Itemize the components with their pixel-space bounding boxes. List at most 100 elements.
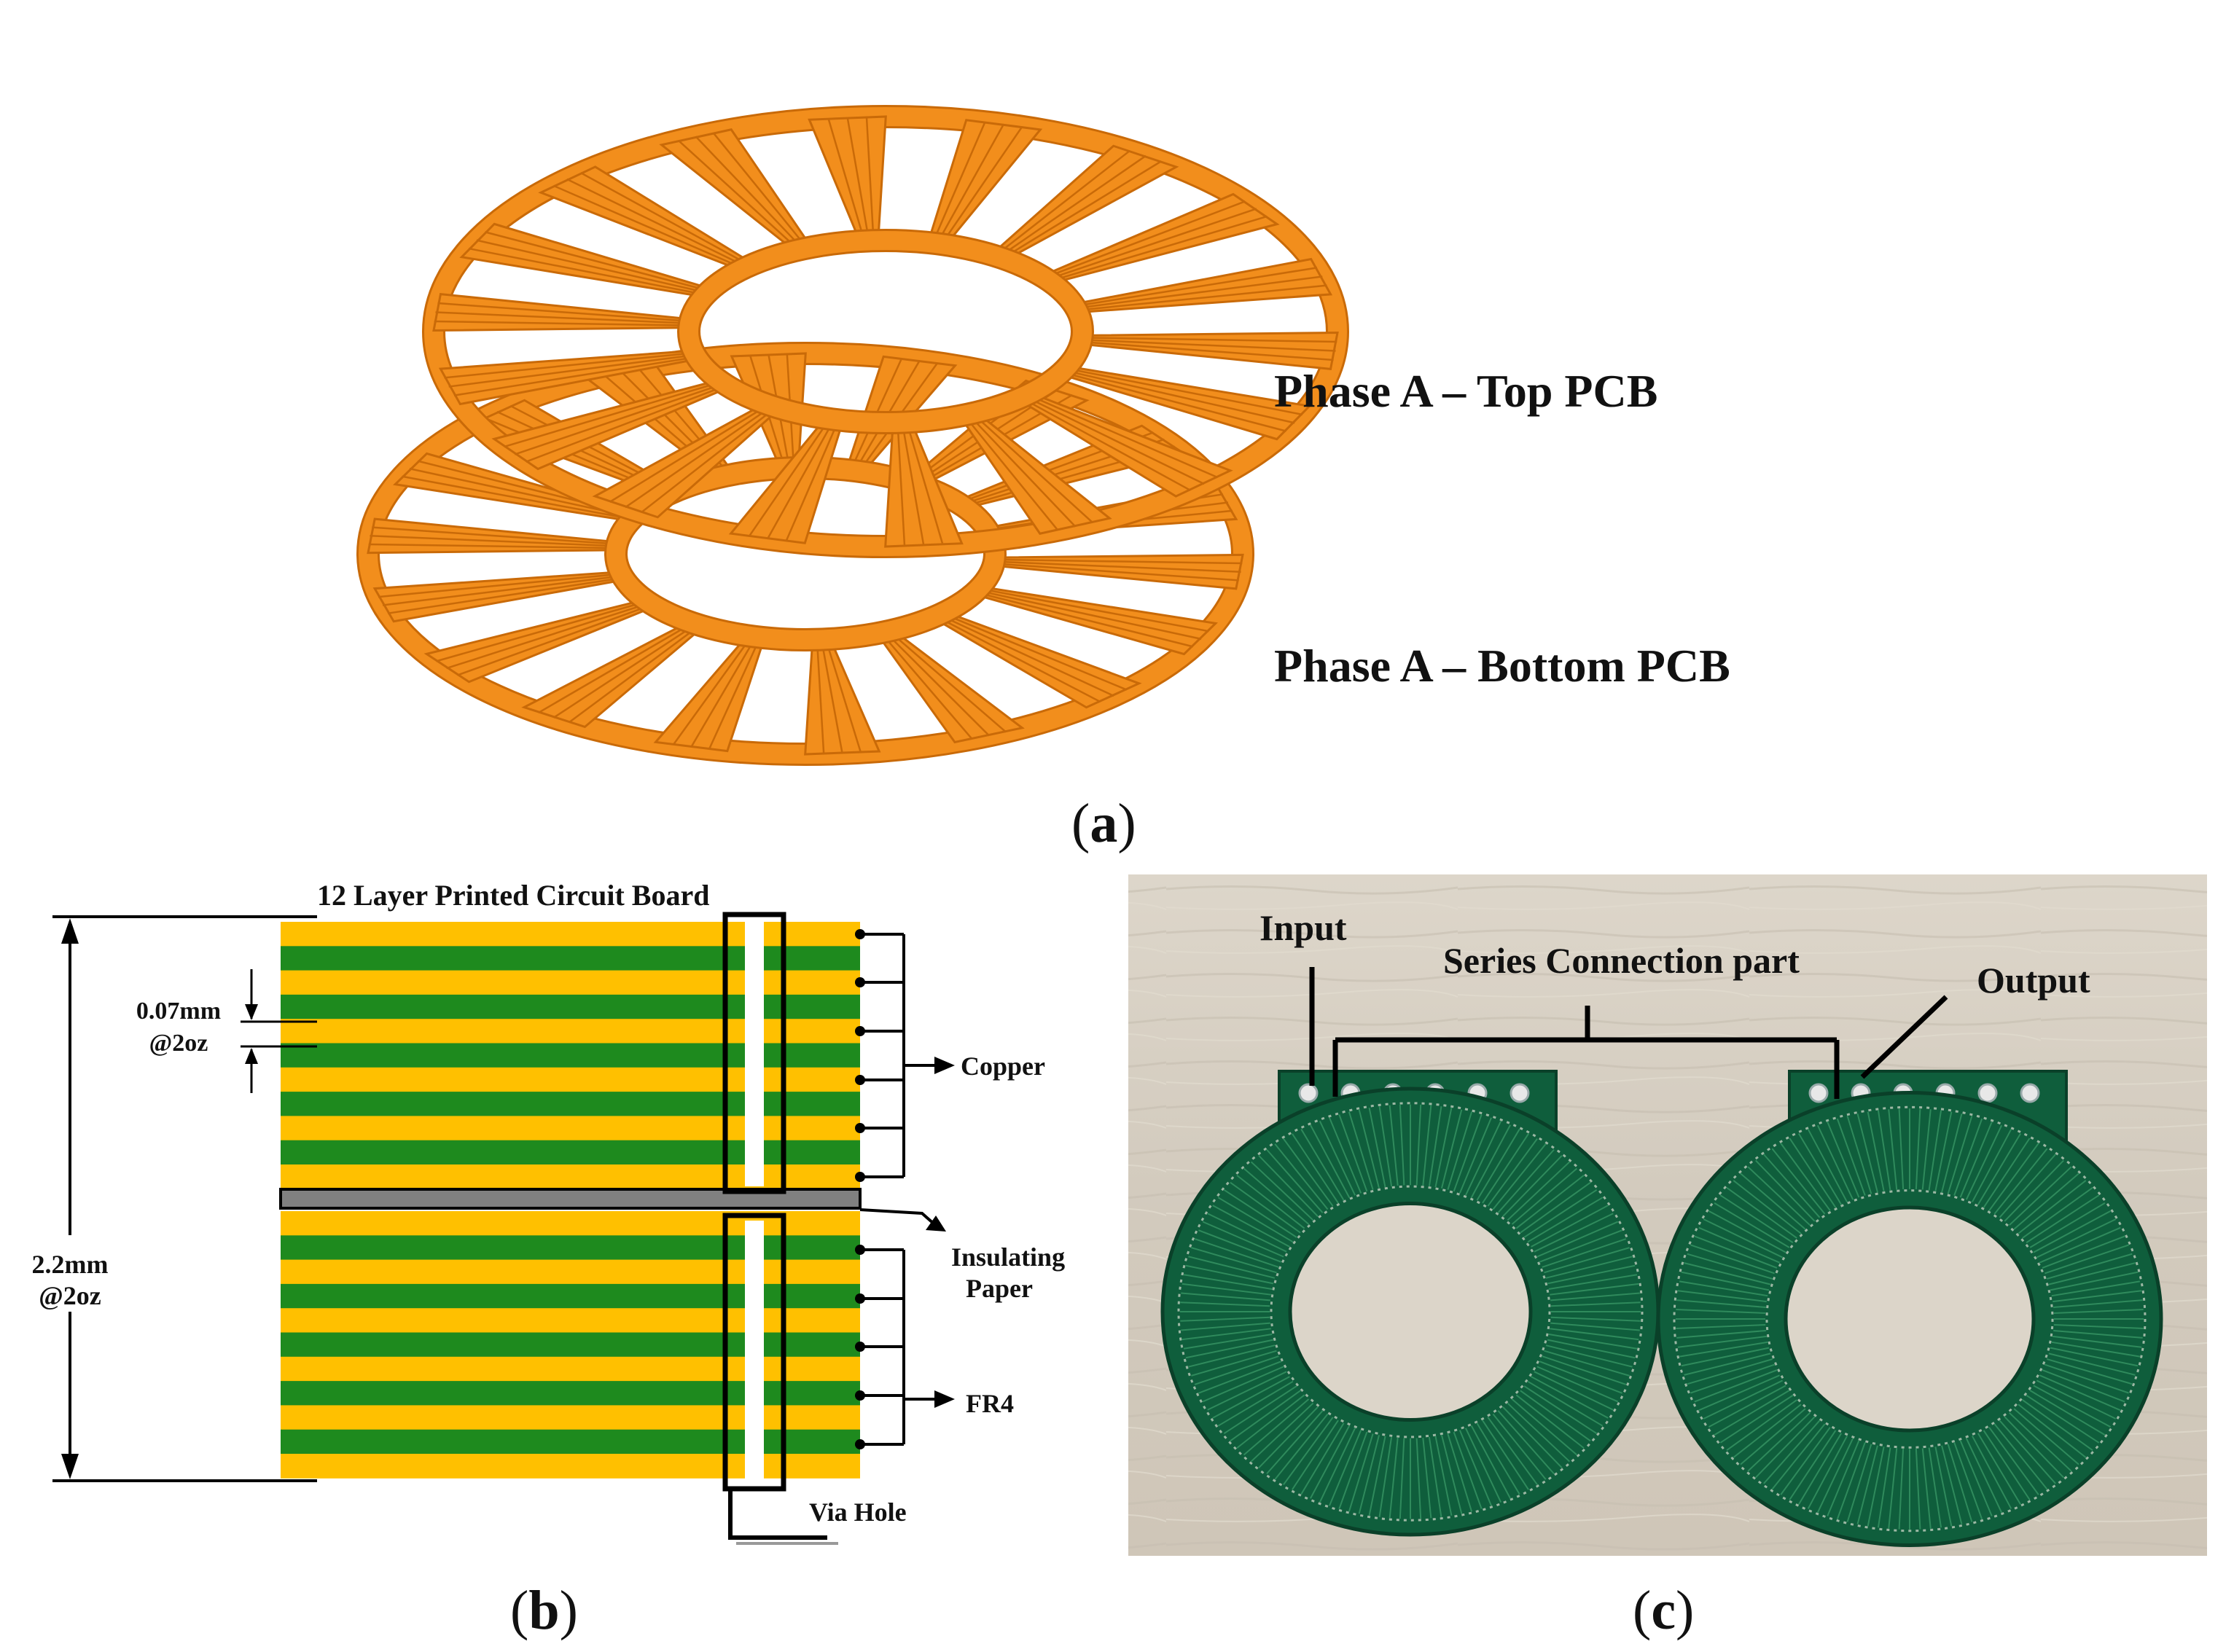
right-radial-trace (1941, 1113, 1963, 1193)
right-radial-trace (2048, 1262, 2136, 1285)
left-radial-trace (1497, 1410, 1555, 1475)
fr4-layer (281, 1283, 860, 1309)
right-radial-trace (1755, 1416, 1816, 1479)
right-radial-trace (1676, 1323, 1766, 1329)
bottom-spoke-trace (994, 558, 1243, 565)
left-radial-trace (1283, 1138, 1334, 1207)
left-radial-trace (1188, 1344, 1276, 1368)
left-radial-trace (1358, 1435, 1380, 1514)
right-radial-trace (1993, 1423, 2048, 1490)
left-radial-trace (1348, 1433, 1374, 1512)
copper-layer (281, 1019, 860, 1044)
panel-a-pcb-coil-3d: Phase A – Top PCB Phase A – Bottom PCB (… (356, 105, 1730, 854)
right-radial-trace (1733, 1180, 1802, 1234)
left-radial-trace (1547, 1339, 1636, 1359)
copper-layer (281, 1067, 860, 1092)
left-radial-trace (1534, 1213, 1614, 1253)
caption-c-close: ) (1676, 1580, 1694, 1641)
input-label: Input (1259, 907, 1347, 948)
right-radial-trace (1836, 1442, 1866, 1520)
right-radial-trace (2053, 1290, 2142, 1303)
right-radial-trace (1947, 1116, 1973, 1194)
top-spoke-trace (1047, 208, 1257, 281)
right-radial-trace (1877, 1110, 1891, 1191)
right-radial-trace (1988, 1427, 2039, 1495)
right-radial-trace (1928, 1110, 1942, 1191)
top-spoke-trace (695, 136, 804, 250)
top-spoke-trace (625, 405, 773, 509)
left-radial-trace (1183, 1334, 1273, 1350)
top-spoke-trace (580, 172, 751, 267)
left-radial-trace (1217, 1197, 1294, 1243)
fr4-layer (281, 1043, 860, 1068)
left-radial-trace (1389, 1105, 1399, 1186)
bottom-spoke-trace (824, 638, 862, 753)
left-radial-trace (1523, 1385, 1598, 1435)
caption-a-close: ) (1117, 793, 1136, 854)
fr4-dot (855, 1293, 865, 1304)
top-spoke-trace (1074, 267, 1318, 308)
top-spoke-trace (476, 239, 708, 294)
top-spoke-trace (609, 404, 770, 503)
right-radial-trace (1703, 1379, 1784, 1420)
right-radial-trace (1708, 1385, 1786, 1428)
copper-bracket (855, 929, 955, 1182)
right-radial-trace (1747, 1412, 1811, 1472)
right-radial-trace (1714, 1202, 1790, 1248)
left-radial-trace (1300, 1129, 1345, 1201)
left-radial-trace (1368, 1107, 1386, 1188)
left-radial-trace (1310, 1124, 1351, 1198)
right-radial-trace (1965, 1124, 2003, 1200)
top-coil-spoke (884, 420, 964, 548)
right-radial-trace (1703, 1218, 1784, 1258)
copper-layer (281, 1454, 860, 1479)
left-radial-trace (1534, 1371, 1614, 1411)
right-radial-trace (1915, 1448, 1921, 1530)
copper-layer (281, 922, 860, 947)
right-radial-trace (1867, 1111, 1885, 1191)
right-radial-trace (1694, 1369, 1778, 1403)
left-radial-trace (1274, 1143, 1329, 1210)
left-radial-trace (1440, 1435, 1463, 1514)
right-radial-trace (1921, 1448, 1932, 1529)
left-radial-trace (1539, 1361, 1622, 1394)
left-radial-trace (1434, 1107, 1453, 1188)
left-radial-trace (1542, 1355, 1627, 1385)
copper-layer (281, 1356, 860, 1382)
right-radial-trace (1816, 1438, 1854, 1514)
top-spoke-trace (827, 118, 866, 242)
bottom-spoke-trace (993, 560, 1241, 573)
left-radial-trace (1250, 1161, 1314, 1221)
right-radial-trace (1798, 1433, 1843, 1505)
right-radial-trace (1977, 1433, 2021, 1505)
top-spoke-trace (901, 422, 925, 547)
right-radial-trace (1780, 1427, 1831, 1495)
left-radial-trace (1181, 1292, 1270, 1301)
bottom-spoke-trace (888, 630, 1007, 733)
right-radial-trace (1993, 1148, 2048, 1215)
left-radial-trace (1447, 1111, 1473, 1190)
copper-layer (281, 1405, 860, 1430)
insulating-paper-arrow (859, 1208, 946, 1232)
left-radial-trace (1458, 1117, 1492, 1194)
right-radial-trace (2047, 1358, 2133, 1385)
left-radial-trace (1507, 1161, 1571, 1221)
copper-layer (281, 1308, 860, 1333)
left-inner-via-ring (1270, 1185, 1551, 1438)
left-radial-trace (1539, 1229, 1622, 1263)
left-radial-trace (1434, 1436, 1453, 1516)
top-spoke-trace (504, 380, 722, 448)
right-radial-trace (2029, 1202, 2106, 1248)
left-radial-trace (1194, 1238, 1279, 1268)
left-radial-trace (1482, 1420, 1529, 1490)
left-radial-trace (1422, 1437, 1432, 1519)
top-spoke-trace (1001, 160, 1162, 259)
right-radial-trace (1694, 1235, 1778, 1269)
left-radial-trace (1198, 1229, 1281, 1263)
right-radial-trace (1807, 1129, 1848, 1202)
top-spoke-trace (1020, 396, 1191, 491)
fr4-layer (281, 1092, 860, 1116)
left-radial-trace (1230, 1181, 1301, 1234)
top-spoke-trace (1082, 337, 1337, 343)
right-radial-trace (1726, 1399, 1797, 1451)
